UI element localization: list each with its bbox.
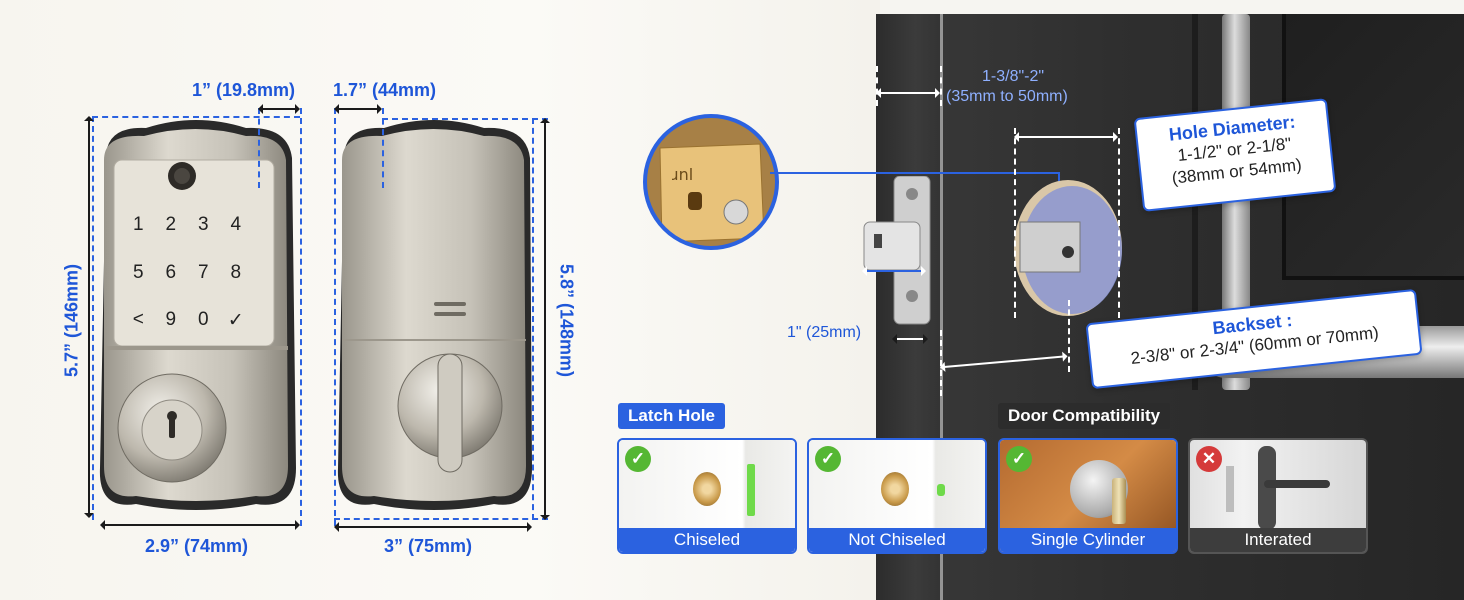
keypad-key: 2: [165, 214, 177, 235]
front-height-label: 5.7” (146mm): [61, 263, 82, 378]
bore-hole-image: [1014, 180, 1122, 316]
latch-width-label: 1" (25mm): [787, 324, 862, 341]
front-width-arrow: [100, 520, 300, 530]
back-depth-label: 1.7” (44mm): [333, 80, 437, 100]
keypad-key: ✓: [227, 310, 244, 332]
latch-face-arrow: [862, 266, 926, 276]
backset-guide-right: [1068, 300, 1070, 372]
keypad-key: 6: [165, 261, 177, 283]
hole-diameter-arrow: [1014, 132, 1118, 142]
back-bottom-guide: [334, 518, 548, 520]
latch-hole-photo: [693, 472, 721, 506]
latch-option-not-chiseled: ✓ Not Chiseled: [807, 438, 987, 554]
door-thickness-arrow: [876, 88, 940, 98]
check-icon: ✓: [625, 446, 651, 472]
door-thickness-label-line1: 1-3/8"-2": [982, 68, 1045, 85]
back-width-arrow: [334, 522, 532, 532]
door-compatibility-heading: Door Compatibility: [998, 403, 1171, 429]
latch-hole-photo: [881, 472, 909, 506]
front-top-guide: [92, 116, 300, 118]
latch-option-label: Chiseled: [619, 528, 795, 552]
door-thickness-label-line2: (35mm to 50mm): [946, 88, 1068, 105]
compat-option-label: Interated: [1190, 528, 1366, 552]
keypad-key: 3: [197, 214, 209, 235]
check-icon: ✓: [815, 446, 841, 472]
front-height-arrow: [84, 116, 94, 518]
latch-width-arrow: [892, 334, 928, 344]
check-icon: ✓: [1006, 446, 1032, 472]
keypad-key: 1: [132, 214, 144, 235]
latch-option-chiseled: ✓ Chiseled: [617, 438, 797, 554]
back-height-label: 5.8” (148mm): [556, 263, 577, 378]
keypad-key: 4: [230, 214, 242, 235]
lever-plate-photo: [1258, 446, 1276, 530]
close-icon: ✕: [1196, 446, 1222, 472]
back-top-guide: [382, 118, 548, 120]
latch-option-label: Not Chiseled: [809, 528, 985, 552]
front-right-guide: [300, 108, 302, 526]
latch-brand-text: ɹnl: [672, 165, 693, 184]
back-depth-arrow: [334, 104, 382, 114]
strike-plate-photo: [747, 464, 755, 516]
keypad-key: 7: [197, 261, 209, 283]
keypad-key: 8: [230, 261, 242, 283]
latch-hole-small-photo: [937, 484, 945, 496]
hole-guide-right: [1118, 128, 1120, 318]
front-width-guide: [92, 116, 94, 520]
lock-interior-back-image: [337, 120, 532, 510]
compat-option-label: Single Cylinder: [1000, 528, 1176, 552]
front-depth-label: 1” (19.8mm): [192, 80, 296, 100]
door-thickness-guide-right: [940, 66, 942, 106]
keypad-lock-front-image: [99, 120, 297, 510]
keypad-key: 0: [197, 309, 209, 331]
door-edge-line: [940, 14, 943, 600]
keypad-grid: 1 2 3 4 5 6 7 8 < 9 0 ✓: [122, 214, 252, 334]
keypad-key: 9: [165, 309, 177, 331]
back-depth-guide: [382, 108, 384, 188]
back-height-arrow: [540, 118, 550, 520]
keypad-key: 5: [132, 261, 144, 283]
latch-hole-heading: Latch Hole: [618, 403, 725, 429]
compat-option-single-cylinder: ✓ Single Cylinder: [998, 438, 1178, 554]
front-depth-guide: [258, 108, 260, 188]
door-thickness-guide-left: [876, 66, 878, 106]
latch-zoom-image: ɹnl: [643, 114, 779, 250]
zoom-connector-line: [770, 172, 1060, 174]
hole-guide-left: [1014, 128, 1016, 318]
back-left-guide: [334, 108, 336, 526]
back-width-label: 3” (75mm): [384, 536, 473, 556]
latch-edge-photo: [1226, 466, 1234, 512]
compat-option-interated: ✕ Interated: [1188, 438, 1368, 554]
back-right-guide: [532, 118, 534, 520]
latch-bolt-image: [863, 176, 931, 325]
front-width-label: 2.9” (74mm): [145, 536, 249, 556]
key-icon: [1112, 478, 1126, 524]
lever-arm-photo: [1264, 480, 1330, 488]
keypad-key: <: [132, 309, 144, 331]
front-depth-arrow: [258, 104, 300, 114]
